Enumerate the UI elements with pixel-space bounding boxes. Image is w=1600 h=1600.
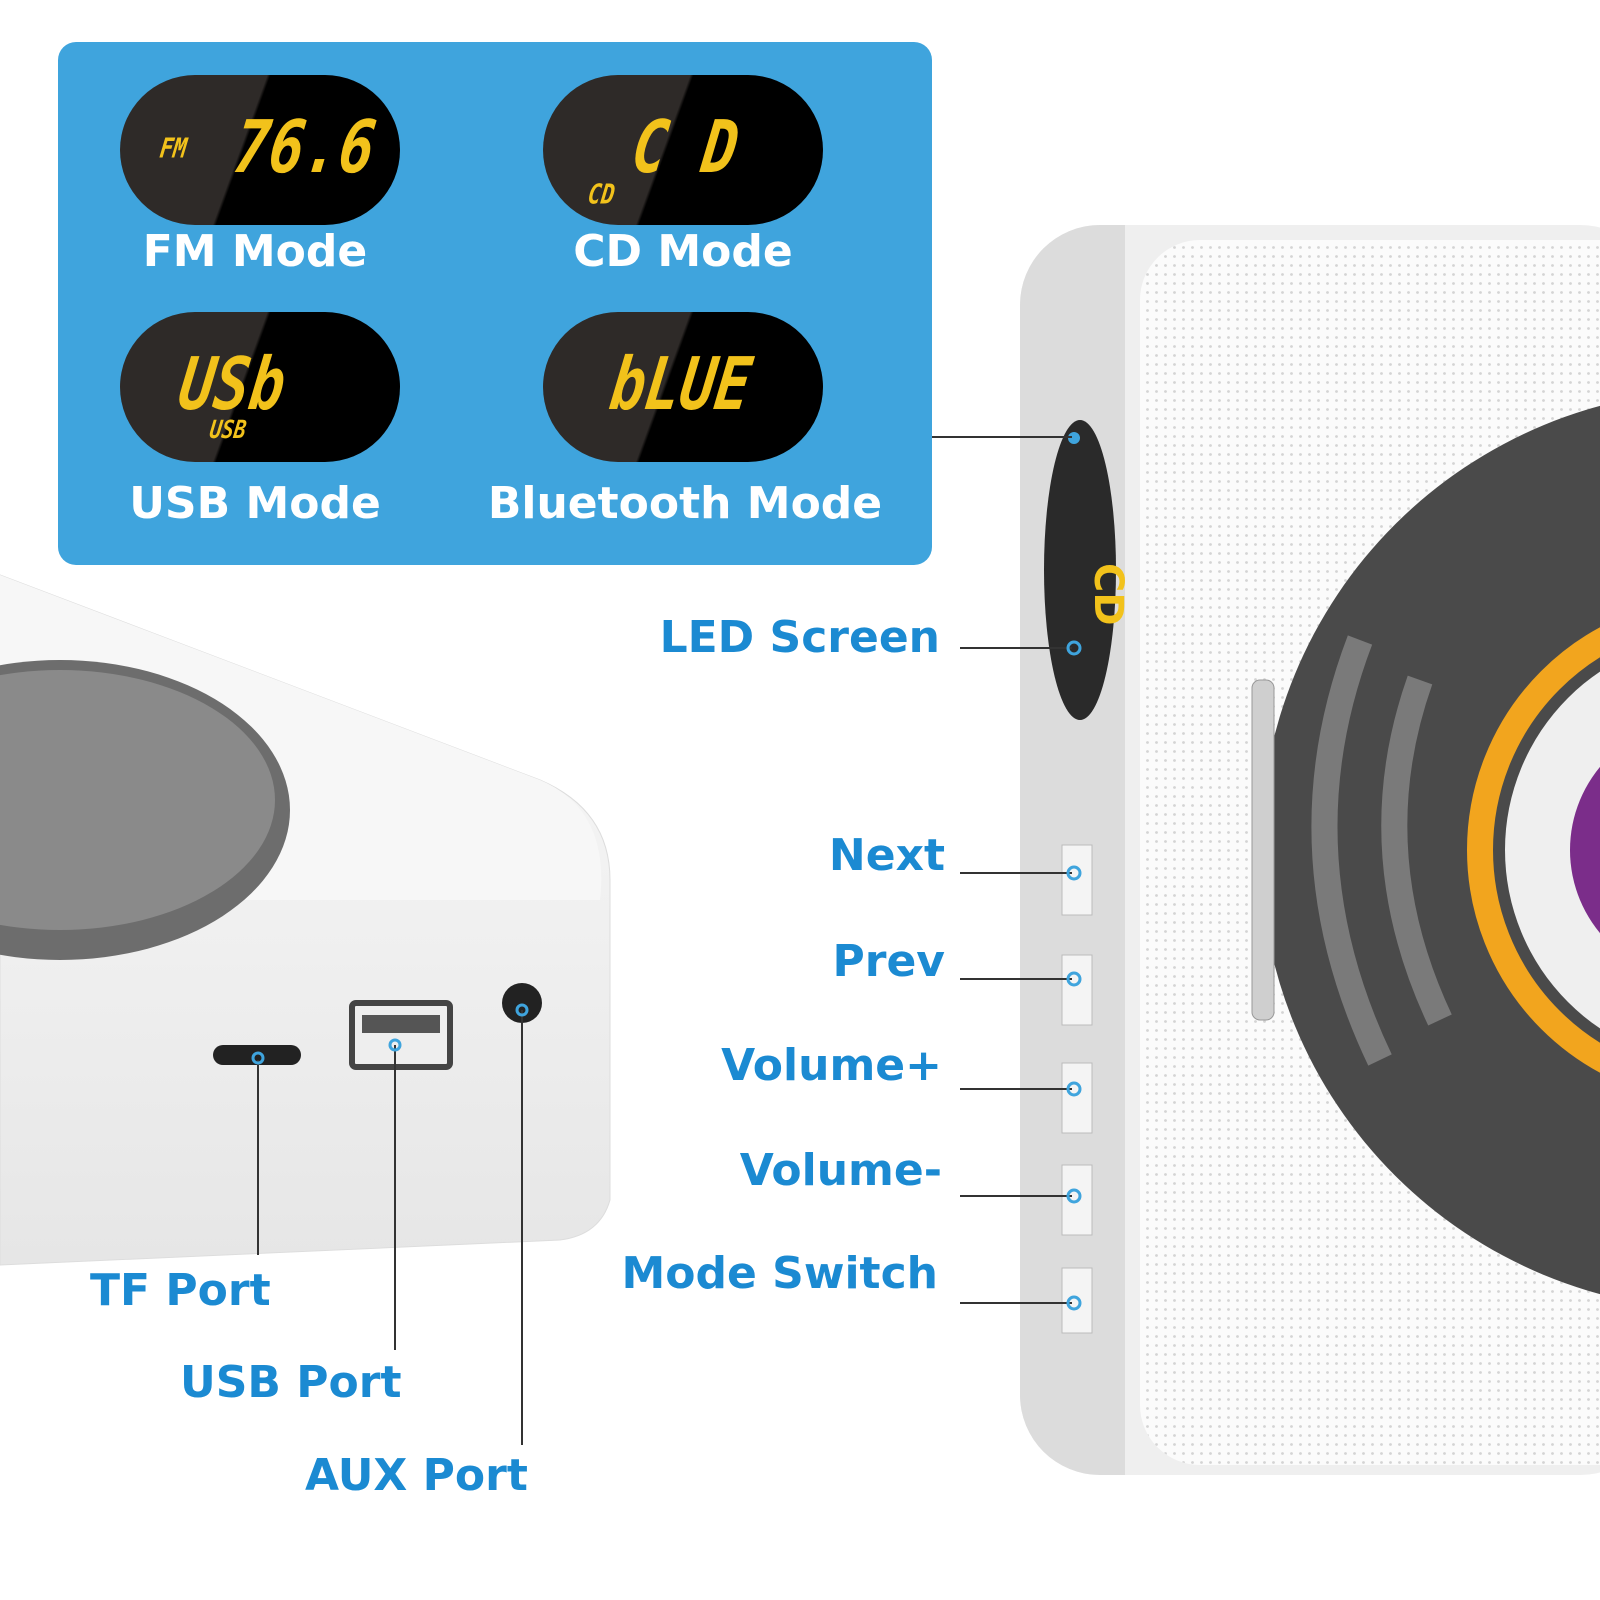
cd-player-side bbox=[0, 574, 611, 1266]
mode-label: CD Mode bbox=[573, 226, 793, 277]
usb-slot bbox=[349, 1000, 453, 1070]
label-tf-port: TF Port bbox=[90, 1265, 271, 1316]
cd-display: CD C D bbox=[543, 75, 823, 225]
label-prev: Prev bbox=[832, 936, 945, 987]
bluetooth-display: bLUE bbox=[543, 312, 823, 462]
display-indicator: FM bbox=[157, 133, 189, 166]
cd-disc bbox=[1260, 390, 1600, 1310]
mode-label: FM Mode bbox=[142, 226, 368, 277]
label-volume-up: Volume+ bbox=[721, 1040, 942, 1091]
callout-lines bbox=[257, 436, 1072, 1445]
display-value: USb bbox=[174, 341, 291, 427]
label-next: Next bbox=[828, 830, 945, 881]
svg-text:CD: CD bbox=[1085, 563, 1131, 626]
label-led-screen: LED Screen bbox=[659, 612, 940, 663]
cd-player-front: CD bbox=[1020, 225, 1600, 1475]
fm-display: FM 76.6 bbox=[120, 75, 400, 225]
display-indicator: CD bbox=[585, 179, 617, 212]
aux-jack bbox=[502, 983, 542, 1023]
display-value: C D bbox=[627, 104, 744, 190]
label-aux-port: AUX Port bbox=[305, 1450, 528, 1501]
led-screen bbox=[1044, 420, 1116, 720]
mode-label: USB Mode bbox=[129, 478, 381, 529]
tf-slot bbox=[213, 1045, 301, 1065]
display-value: bLUE bbox=[605, 341, 757, 427]
mode-label: Bluetooth Mode bbox=[487, 478, 883, 529]
display-value: 76.6 bbox=[229, 104, 381, 190]
label-mode-switch: Mode Switch bbox=[621, 1248, 938, 1299]
label-volume-down: Volume- bbox=[739, 1145, 942, 1196]
label-usb-port: USB Port bbox=[180, 1357, 402, 1408]
usb-display: USB USb bbox=[120, 312, 400, 462]
side-buttons bbox=[1061, 844, 1093, 1334]
